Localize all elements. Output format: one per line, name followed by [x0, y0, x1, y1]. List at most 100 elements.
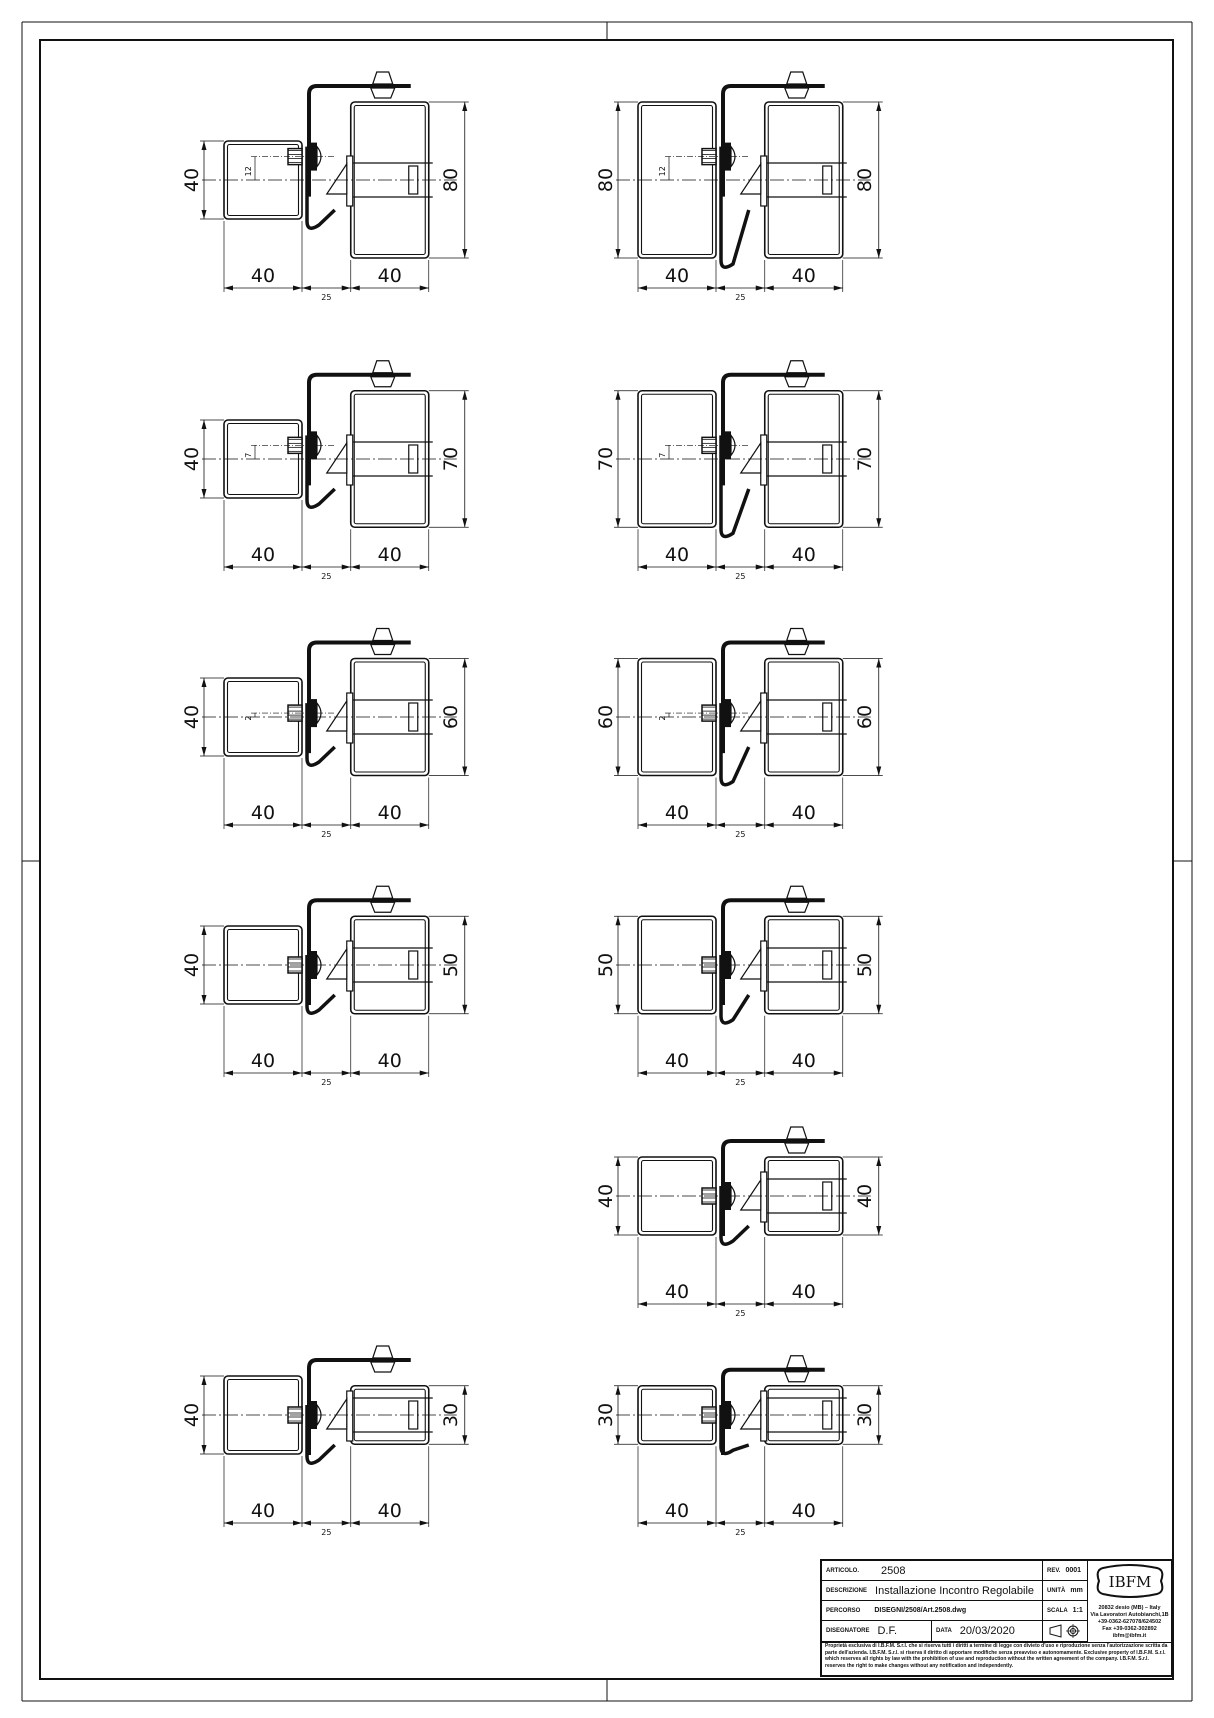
- first-angle-projection-icon: [1049, 1624, 1080, 1638]
- disclaimer-text: Proprietà esclusiva di I.B.F.M. S.r.l. c…: [825, 1643, 1168, 1669]
- screw-nut: [783, 1371, 810, 1383]
- right-width-label: 40: [378, 544, 402, 566]
- dimension-arrow: [876, 1157, 882, 1166]
- dimension-arrow: [615, 1226, 621, 1235]
- disegnatore-label: DISEGNATORE: [826, 1628, 870, 1634]
- dimension-arrow: [755, 822, 765, 828]
- adjustment-screw: [785, 1126, 808, 1140]
- screw-nut: [369, 87, 396, 99]
- mount-plate: [346, 155, 354, 207]
- articolo-value: 2508: [881, 1564, 906, 1577]
- gap-label: 25: [735, 1528, 745, 1537]
- dimension-arrow: [764, 1070, 774, 1076]
- bracket-lower-leg: [719, 146, 751, 269]
- left-height-label: 70: [595, 447, 617, 471]
- right-width-label: 40: [378, 802, 402, 824]
- dimension-arrow: [755, 1301, 765, 1307]
- bracket-lower-leg: [719, 703, 751, 787]
- bracket-lower-leg: [305, 1405, 336, 1465]
- dimension-arrow: [302, 1520, 311, 1526]
- dimension-arrow: [201, 141, 207, 150]
- data-row: DATA 20/03/2020: [932, 1621, 1043, 1642]
- gap-label: 25: [321, 830, 331, 839]
- gusset: [739, 162, 762, 195]
- screw-nut: [369, 1361, 396, 1373]
- dimension-arrow: [755, 1070, 765, 1076]
- dimension-arrow: [764, 285, 774, 291]
- dimension-arrow: [707, 1301, 716, 1307]
- right-height-label: 80: [440, 168, 462, 192]
- dimension-arrow: [224, 822, 233, 828]
- scala-label: SCALA: [1047, 1607, 1068, 1614]
- dimension-arrow: [615, 766, 621, 776]
- disegnatore-value: D.F.: [877, 1625, 898, 1637]
- screw-nut: [783, 643, 810, 656]
- mount-plate: [346, 434, 354, 486]
- dimension-arrow: [350, 564, 360, 570]
- dimension-arrow: [419, 564, 429, 570]
- bracket-lower-leg: [719, 955, 751, 1025]
- mount-plate: [760, 692, 768, 744]
- dimension-arrow: [419, 1070, 429, 1076]
- bracket: [721, 640, 825, 754]
- dimension-arrow: [876, 1385, 882, 1395]
- gap-label: 25: [735, 293, 745, 302]
- dimension-arrow: [201, 747, 207, 756]
- mount-plate: [760, 155, 768, 207]
- dimension-arrow: [293, 1520, 302, 1526]
- bracket-lower-leg: [305, 146, 336, 230]
- left-height-label: 40: [181, 705, 203, 729]
- left-width-label: 40: [665, 265, 689, 287]
- dimension-arrow: [615, 102, 621, 111]
- ibfm-logo: IBFM: [1096, 1564, 1163, 1598]
- dimension-arrow: [341, 822, 351, 828]
- sheet-frame: [21, 21, 1193, 1702]
- gap-label: 25: [735, 830, 745, 839]
- dimension-arrow: [833, 1520, 843, 1526]
- dimension-arrow: [224, 1520, 233, 1526]
- bracket-lower-leg: [305, 955, 336, 1015]
- screw-nut: [783, 376, 810, 388]
- dimension-arrow: [876, 1226, 882, 1235]
- right-height-label: 50: [854, 953, 876, 977]
- dimension-arrow: [224, 285, 233, 291]
- dimension-arrow: [462, 658, 468, 668]
- right-width-label: 40: [792, 1281, 816, 1303]
- right-height-label: 60: [854, 705, 876, 729]
- dimension-arrow: [462, 518, 468, 528]
- percorso-row: PERCORSO DISEGNI/2508/Art.2508.dwg: [822, 1601, 1043, 1621]
- dimension-arrow: [201, 678, 207, 687]
- right-width-label: 40: [792, 265, 816, 287]
- dimension-arrow: [341, 1070, 351, 1076]
- right-width-label: 40: [378, 265, 402, 287]
- address-line: Via Lavoratori Autobianchi,1B: [1090, 1612, 1169, 1618]
- left-width-label: 40: [665, 544, 689, 566]
- dimension-arrow: [293, 822, 302, 828]
- gusset: [325, 1397, 348, 1430]
- bracket: [721, 1367, 825, 1455]
- adjustment-screw: [371, 71, 394, 85]
- bracket: [721, 84, 825, 197]
- adjustment-screw: [371, 885, 394, 899]
- right-width-label: 40: [792, 544, 816, 566]
- dimension-arrow: [350, 1520, 360, 1526]
- dimension-arrow: [833, 1301, 843, 1307]
- dimension-arrow: [462, 102, 468, 111]
- dimension-arrow: [833, 822, 843, 828]
- dimension-arrow: [716, 1070, 725, 1076]
- dimension-arrow: [350, 1070, 360, 1076]
- dimension-arrow: [419, 822, 429, 828]
- dimension-arrow: [201, 489, 207, 498]
- right-height-label: 30: [440, 1403, 462, 1427]
- descrizione-row: DESCRIZIONE Installazione Incontro Regol…: [822, 1581, 1043, 1601]
- right-width-label: 40: [378, 1050, 402, 1072]
- data-label: DATA: [936, 1628, 952, 1634]
- left-height-label: 40: [181, 168, 203, 192]
- data-value: 20/03/2020: [959, 1625, 1015, 1637]
